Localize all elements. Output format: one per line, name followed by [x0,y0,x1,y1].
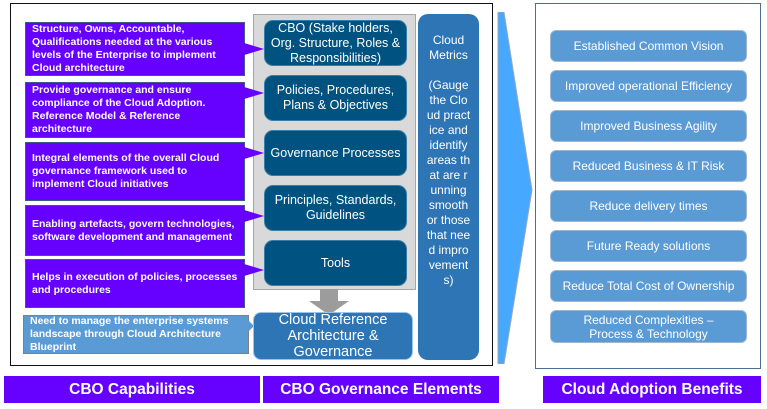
callout-pointer-icon [244,43,264,55]
governance-element-tools: Tools [264,240,407,286]
benefit-text: Reduced Complexities – Process & Technol… [583,312,714,341]
capability-text: Integral elements of the overall Cloud g… [32,152,220,190]
benefit-item: Reduce delivery times [550,190,747,222]
benefit-text: Reduce Total Cost of Ownership [562,279,735,293]
governance-element-text: Tools [320,255,351,270]
callout-pointer-icon [248,320,254,332]
capability-callout-cbo: Structure, Owns, Accountable, Qualificat… [25,22,264,76]
benefit-text: Reduced Business & IT Risk [572,159,725,173]
callout-pointer-icon [244,210,264,222]
capability-callout-principles: Enabling artefacts, govern technologies,… [25,205,264,256]
cloud-metrics-description: (Gauge the Cloud practice and identify a… [426,78,471,287]
benefit-text: Improved operational Efficiency [564,79,733,93]
callout-pointer-icon [244,264,264,276]
benefit-item: Reduce Total Cost of Ownership [550,270,747,302]
section-label-benefits: Cloud Adoption Benefits [543,376,761,403]
governance-element-text: Policies, Procedures, Plans & Objectives [276,83,395,112]
benefits-frame [535,3,761,369]
cloud-reference-architecture-text: Cloud Reference Architecture & Governanc… [278,312,388,360]
benefit-item: Improved Business Agility [550,110,747,142]
capability-text: Provide governance and ensure compliance… [32,84,206,135]
governance-element-principles: Principles, Standards, Guidelines [264,185,407,231]
governance-element-cbo: CBO (Stake holders, Org. Structure, Role… [264,20,407,66]
section-label-text: CBO Capabilities [69,380,195,398]
governance-element-text: CBO (Stake holders, Org. Structure, Role… [270,20,401,65]
benefit-text: Reduce delivery times [589,199,708,213]
benefit-item: Improved operational Efficiency [550,70,747,102]
callout-pointer-icon [244,87,264,99]
capability-text: Helps in execution of policies, processe… [32,270,238,296]
down-arrow-icon [309,289,349,315]
section-label-governance: CBO Governance Elements [263,376,499,403]
chevron-right-arrow-icon [497,12,533,364]
capability-callout-policies: Provide governance and ensure compliance… [25,82,264,138]
section-label-capabilities: CBO Capabilities [4,376,260,403]
section-label-text: CBO Governance Elements [280,380,482,398]
benefit-item: Reduced Complexities – Process & Technol… [550,310,747,343]
capability-callout-tools: Helps in execution of policies, processe… [25,259,264,308]
section-label-text: Cloud Adoption Benefits [561,380,743,398]
capability-callout-processes: Integral elements of the overall Cloud g… [25,142,264,201]
benefit-item: Established Common Vision [550,30,747,62]
callout-pointer-icon [244,147,264,159]
benefit-item: Future Ready solutions [550,230,747,262]
governance-element-policies: Policies, Procedures, Plans & Objectives [264,75,407,121]
governance-element-text: Principles, Standards, Guidelines [274,193,397,222]
benefit-text: Improved Business Agility [580,119,717,133]
cloud-metrics-box: Cloud Metrics (Gauge the Cloud practice … [418,14,479,360]
benefit-item: Reduced Business & IT Risk [550,150,747,182]
cloud-metrics-title: Cloud Metrics [429,33,468,62]
capability-text: Structure, Owns, Accountable, Qualificat… [32,23,216,74]
capability-text: Enabling artefacts, govern technologies,… [32,217,235,243]
benefit-text: Established Common Vision [573,39,724,53]
governance-element-processes: Governance Processes [264,130,407,176]
benefit-text: Future Ready solutions [586,239,711,253]
cloud-reference-architecture-box: Cloud Reference Architecture & Governanc… [253,312,413,360]
capability-text: Need to manage the enterprise systems la… [30,315,229,353]
governance-element-text: Governance Processes [270,145,401,160]
capability-callout-reference-architecture: Need to manage the enterprise systems la… [23,315,254,354]
